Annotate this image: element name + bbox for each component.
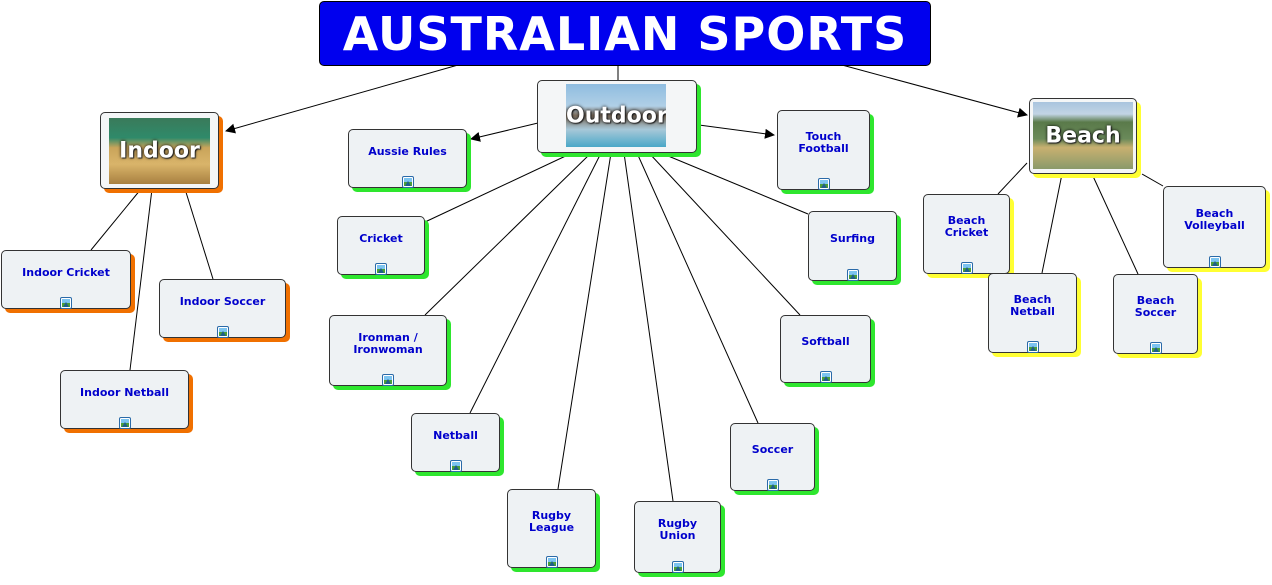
image-icon[interactable]	[1149, 342, 1162, 354]
node-label: Beach Netball	[1010, 293, 1055, 318]
link-outdoor-cricket	[424, 152, 573, 223]
node-beach-cricket[interactable]: Beach Cricket	[923, 194, 1010, 274]
node-label: Surfing	[829, 232, 876, 245]
node-cricket[interactable]: Cricket	[337, 216, 425, 275]
link-outdoor-rugbyleague	[557, 152, 612, 490]
link-outdoor-softball	[648, 152, 801, 316]
hub-indoor-label: Indoor	[119, 138, 200, 164]
hub-beach[interactable]: Beach	[1029, 98, 1137, 174]
link-outdoor-netball	[469, 152, 602, 414]
map-title: AUSTRALIAN SPORTS	[319, 1, 931, 66]
image-icon[interactable]	[375, 263, 387, 275]
image-icon[interactable]	[216, 326, 229, 338]
node-aussie-rules[interactable]: Aussie Rules	[348, 129, 467, 188]
outdoor-photo: Outdoor	[566, 84, 666, 147]
link-outdoor-rugbyunion	[623, 152, 674, 502]
node-label: Soccer	[751, 443, 794, 456]
node-softball[interactable]: Softball	[780, 315, 871, 383]
link-outdoor-surfing	[660, 152, 809, 215]
link-title-indoor	[225, 64, 459, 134]
node-label: Indoor Soccer	[179, 294, 266, 308]
node-netball[interactable]: Netball	[411, 413, 500, 472]
indoor-photo: Indoor	[109, 118, 210, 184]
node-label: Rugby Union	[657, 517, 698, 542]
node-label: Beach Cricket	[944, 214, 989, 239]
link-title-beach	[841, 64, 1028, 118]
image-icon[interactable]	[1208, 256, 1221, 268]
image-icon[interactable]	[401, 176, 414, 188]
node-beach-netball[interactable]: Beach Netball	[988, 273, 1077, 353]
node-label: Indoor Netball	[80, 385, 169, 399]
hub-outdoor[interactable]: Outdoor	[537, 80, 697, 153]
link-indoor-netball	[129, 188, 153, 371]
link-outdoor-soccer	[636, 152, 759, 424]
hub-outdoor-label: Outdoor	[566, 103, 666, 128]
hub-indoor[interactable]: Indoor	[100, 112, 219, 189]
image-icon[interactable]	[819, 371, 832, 383]
node-beach-soccer[interactable]: Beach Soccer	[1113, 274, 1198, 354]
image-icon[interactable]	[382, 374, 394, 386]
node-rugby-union[interactable]: Rugby Union	[634, 501, 721, 573]
beach-photo: Beach	[1033, 102, 1133, 169]
node-soccer[interactable]: Soccer	[730, 423, 815, 491]
node-label: Ironman / Ironwoman	[353, 330, 423, 356]
node-label: Rugby League	[528, 508, 575, 534]
image-icon[interactable]	[1026, 341, 1039, 353]
node-indoor-soccer[interactable]: Indoor Soccer	[159, 279, 286, 338]
link-beach-netball	[1041, 173, 1063, 274]
link-outdoor-aussie	[470, 122, 539, 142]
image-icon[interactable]	[671, 561, 684, 573]
node-label: Cricket	[359, 231, 403, 245]
link-outdoor-ironman	[424, 152, 592, 316]
link-beach-volleyball	[1141, 173, 1164, 187]
node-label: Beach Volleyball	[1184, 207, 1245, 232]
image-icon[interactable]	[766, 479, 779, 491]
link-indoor-soccer	[184, 188, 214, 280]
node-label: Softball	[801, 335, 850, 348]
node-label: Indoor Cricket	[22, 265, 110, 279]
image-icon[interactable]	[960, 262, 973, 274]
node-surfing[interactable]: Surfing	[808, 211, 897, 281]
link-outdoor-touch	[698, 124, 775, 139]
image-icon[interactable]	[846, 269, 859, 281]
node-label: Netball	[433, 428, 478, 442]
link-beach-cricket	[997, 162, 1028, 195]
node-touch-football[interactable]: Touch Football	[777, 110, 870, 190]
node-indoor-netball[interactable]: Indoor Netball	[60, 370, 189, 429]
hub-beach-label: Beach	[1045, 123, 1121, 148]
link-indoor-cricket	[90, 188, 142, 251]
image-icon[interactable]	[817, 178, 830, 190]
node-ironman[interactable]: Ironman / Ironwoman	[329, 315, 447, 386]
node-label: Aussie Rules	[368, 144, 447, 158]
node-indoor-cricket[interactable]: Indoor Cricket	[1, 250, 131, 309]
node-label: Touch Football	[798, 130, 849, 155]
image-icon[interactable]	[60, 297, 72, 309]
node-rugby-league[interactable]: Rugby League	[507, 489, 596, 568]
node-label: Beach Soccer	[1134, 294, 1177, 319]
image-icon[interactable]	[118, 417, 131, 429]
image-icon[interactable]	[545, 556, 558, 568]
image-icon[interactable]	[449, 460, 462, 472]
link-beach-soccer	[1091, 173, 1139, 275]
node-beach-volleyball[interactable]: Beach Volleyball	[1163, 186, 1266, 268]
